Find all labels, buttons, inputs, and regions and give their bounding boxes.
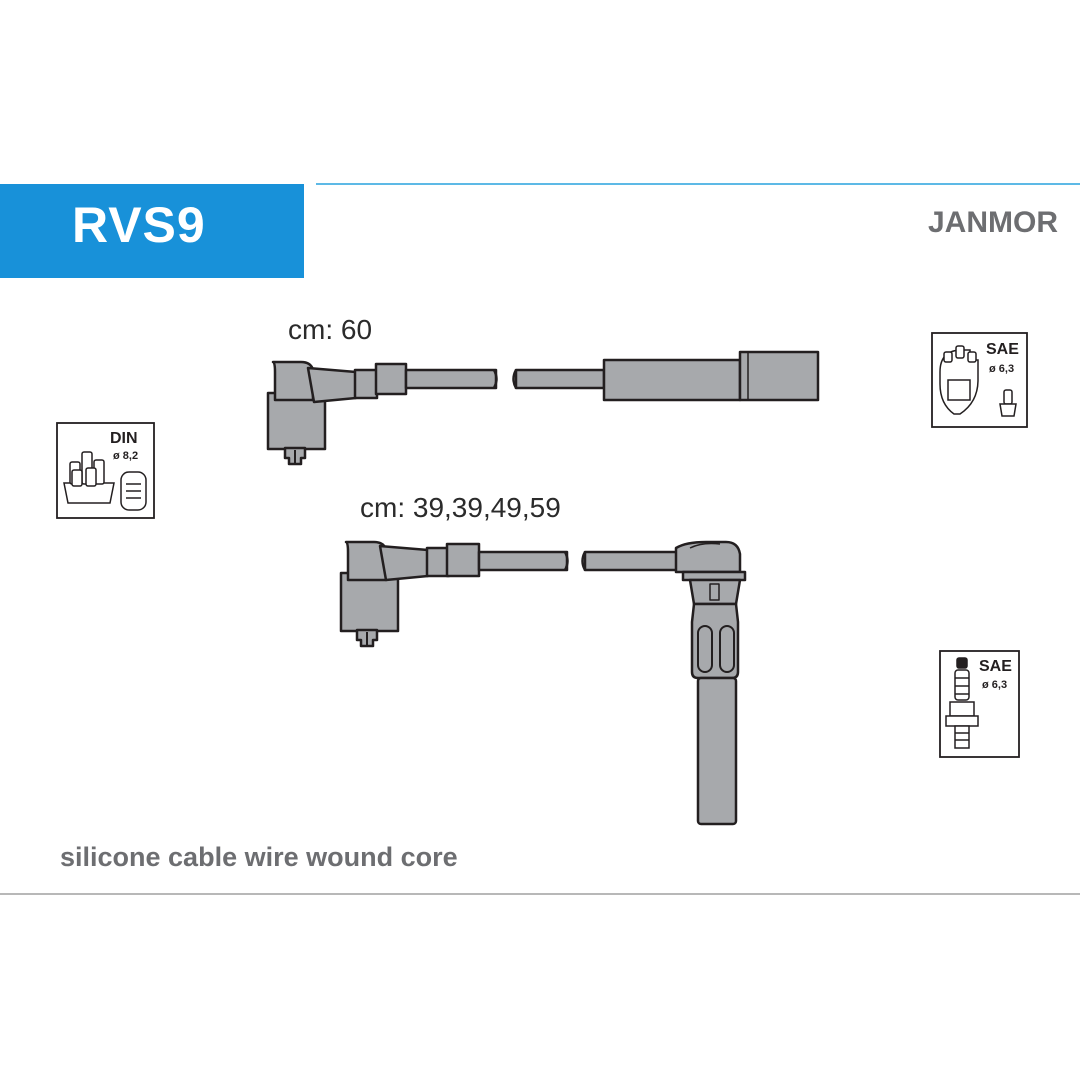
- top-cable-collar: [353, 368, 379, 400]
- top-cable-wire-left: [404, 368, 498, 390]
- bottom-cable-wire-left: [477, 550, 569, 572]
- bottom-cable-wire-right: [583, 550, 683, 572]
- bottom-cable-boot-neck: [378, 544, 430, 582]
- part-number: RVS9: [72, 197, 206, 253]
- part-number-badge: [0, 184, 304, 278]
- sae-spark-plug-icon: SAE ø 6,3: [939, 650, 1020, 758]
- top-cable-boot-neck: [306, 366, 358, 404]
- cable-description: silicone cable wire wound core: [60, 842, 458, 872]
- sae-plug-diameter: ø 6,3: [982, 679, 1007, 691]
- din-diameter: ø 8,2: [113, 450, 138, 462]
- bottom-cable-plug-head: [674, 540, 742, 574]
- sae-coil-label: SAE: [986, 341, 1019, 358]
- top-cable: [266, 350, 820, 466]
- footer-rule: [0, 893, 1080, 895]
- header-rule: [316, 183, 1080, 185]
- top-cable-straight-boot: [602, 358, 742, 402]
- bottom-cable-boot-body: [339, 571, 400, 633]
- brand-name: JANMOR: [927, 206, 1058, 239]
- din-label: DIN: [110, 430, 138, 447]
- sae-coil-diameter: ø 6,3: [989, 363, 1014, 375]
- bottom-cable-plug-shaft: [696, 676, 738, 826]
- top-cable-length-label: cm: 60: [288, 314, 373, 345]
- sae-coil-icon: SAE ø 6,3: [931, 332, 1028, 428]
- din-distributor-icon: DIN ø 8,2: [56, 422, 155, 519]
- top-cable-wire-right: [514, 368, 606, 390]
- bottom-cable-collar: [425, 546, 451, 578]
- top-cable-sleeve: [374, 362, 408, 396]
- bottom-cable-sleeve: [445, 542, 481, 578]
- bottom-cables-length-label: cm: 39,39,49,59: [360, 492, 561, 523]
- bottom-cable: [339, 540, 747, 826]
- top-cable-straight-cap: [738, 350, 820, 402]
- sae-plug-label: SAE: [979, 658, 1012, 675]
